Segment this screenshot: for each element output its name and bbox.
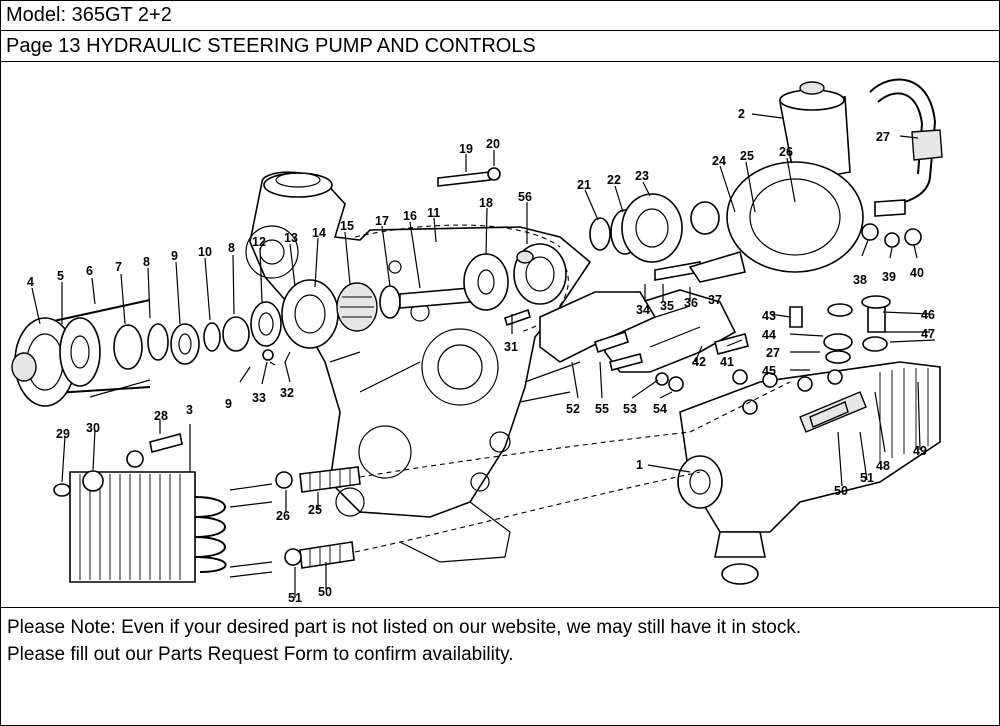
callout-1: 1 [636,458,643,472]
callout-40: 40 [910,266,924,280]
callout-7: 7 [115,260,122,274]
callout-22: 22 [607,173,621,187]
callout-34: 34 [636,303,650,317]
callout-45: 45 [762,364,776,378]
page-title: Page 13 HYDRAULIC STEERING PUMP AND CONT… [0,31,1000,62]
callout-37: 37 [708,293,722,307]
callout-33: 33 [252,391,266,405]
callout-27: 27 [876,130,890,144]
part-number-labels: 1 2 3 4 5 6 7 8 8 9 9 10 11 12 13 14 15 … [27,107,935,605]
engine-block-drawing [245,171,592,563]
callout-16: 16 [403,209,417,223]
callout-6: 6 [86,264,93,278]
callout-36: 36 [684,296,698,310]
callout-13: 13 [284,231,298,245]
pump-pulley-bracket [519,193,772,403]
callout-9b: 9 [225,397,232,411]
callout-29: 29 [56,427,70,441]
callout-49: 49 [913,444,927,458]
callout-18: 18 [479,196,493,210]
stock-note: Please Note: Even if your desired part i… [0,607,1000,726]
callout-9: 9 [171,249,178,263]
model-header: Model: 365GT 2+2 [0,0,1000,31]
callout-3: 3 [186,403,193,417]
callout-15: 15 [340,219,354,233]
callout-11: 11 [427,206,440,220]
pump-reservoir [726,78,943,273]
callout-10: 10 [198,245,212,259]
callout-17: 17 [375,214,389,228]
callout-38: 38 [853,273,867,287]
callout-31: 31 [504,340,518,354]
callout-52: 52 [566,402,580,416]
callout-39: 39 [882,270,896,284]
callout-47: 47 [921,327,935,341]
callout-12: 12 [252,235,266,249]
callout-50b: 50 [318,585,332,599]
callout-23: 23 [635,169,649,183]
callout-43: 43 [762,309,776,323]
note-line-2: Please fill out our Parts Request Form t… [7,644,514,665]
callout-51: 51 [860,471,874,485]
callout-42: 42 [692,355,706,369]
oil-cooler [53,433,273,583]
callout-55: 55 [595,402,609,416]
pulley-assembly [11,279,471,407]
callout-28: 28 [154,409,168,423]
exploded-parts-diagram: 1 2 3 4 5 6 7 8 8 9 9 10 11 12 13 14 15 … [11,78,943,605]
callout-41: 41 [720,355,734,369]
callout-25b: 25 [308,503,322,517]
callout-56: 56 [518,190,532,204]
callout-44: 44 [762,328,776,342]
callout-20: 20 [486,137,500,151]
callout-46: 46 [921,308,935,322]
callout-25: 25 [740,149,754,163]
callout-26b: 26 [276,509,290,523]
callout-27b: 27 [766,346,780,360]
note-line-1: Please Note: Even if your desired part i… [7,617,802,638]
callout-2: 2 [738,107,745,121]
callout-21: 21 [577,178,591,192]
callout-26: 26 [779,145,793,159]
callout-30: 30 [86,421,100,435]
callout-35: 35 [660,299,674,313]
callout-51b: 51 [288,591,302,605]
callout-14: 14 [312,226,326,240]
coupling-assembly [437,167,567,327]
callout-5: 5 [57,269,64,283]
callout-19: 19 [459,142,473,156]
callout-50: 50 [834,484,848,498]
leader-lines [31,113,931,598]
callout-8b: 8 [228,241,235,255]
callout-8: 8 [143,255,150,269]
callout-48: 48 [876,459,890,473]
callout-53: 53 [623,402,637,416]
callout-54: 54 [653,402,667,416]
callout-24: 24 [712,154,726,168]
hoses [275,381,791,569]
callout-32: 32 [280,386,294,400]
callout-4: 4 [27,275,34,289]
